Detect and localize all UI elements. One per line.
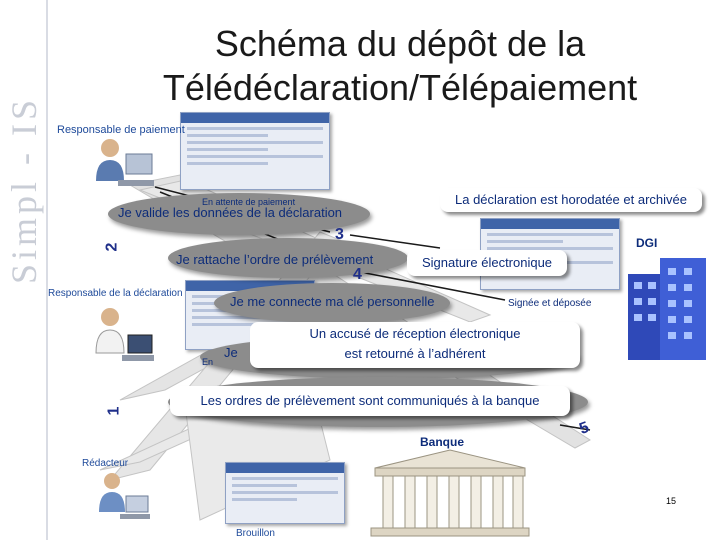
connector-line [349,234,441,249]
receipt-line-2: est retourné à l’adhérent [344,346,486,361]
bank-label: Banque [420,435,465,449]
slide-title: Schéma du dépôt de la Télédéclaration/Té… [90,22,710,110]
send-to-bank-callout: Les ordres de prélèvement sont communiqu… [170,386,570,416]
connector-line [559,424,591,431]
screenshot-thumbnail [225,462,345,524]
signature-callout: Signature électronique [407,250,567,276]
person-at-computer-icon [95,308,154,361]
timestamp-callout: La déclaration est horodatée et archivée [440,188,702,212]
behind-text-en: En [202,357,214,367]
payment-manager-label: Responsable de paiement [57,124,185,136]
key-step-text: Je me connecte ma clé personnelle [230,294,435,309]
behind-text-je: Je [224,345,238,360]
step-number-4: 4 [353,266,362,283]
person-at-computer-icon [96,139,154,186]
connector-line [359,271,506,301]
screenshot-thumbnail [180,112,330,190]
page-number: 15 [666,496,677,506]
draft-label: Brouillon [236,528,275,539]
awaiting-payment-text: En attente de paiement [202,197,296,207]
title-line-1: Schéma du dépôt de la [214,23,586,64]
writer-label: Rédacteur [82,458,129,469]
step-bubble [168,238,408,278]
validate-step-text: Je valide les données de la déclaration [118,205,343,220]
receipt-callout: Un accusé de réception électronique est … [250,322,580,368]
title-line-2: Télédéclaration/Télépaiement [162,67,638,108]
receipt-line-1: Un accusé de réception électronique [309,326,521,341]
signed-text: Signée et déposée [508,298,592,309]
step-number-3: 3 [335,226,344,243]
dgi-label: DGI [636,236,658,250]
step-number-2: 2 [103,242,121,252]
bank-icon [370,449,530,537]
side-band [0,0,46,540]
building-icon [628,258,706,360]
debit-order-step-text: Je rattache l’ordre de prélèvement [176,252,374,267]
person-at-computer-icon [99,473,150,519]
step-bubble [108,193,370,235]
step-number-1: 1 [105,406,123,416]
step-bubble [214,283,450,323]
declaration-manager-label: Responsable de la déclaration [48,288,183,299]
side-rule [46,0,48,540]
